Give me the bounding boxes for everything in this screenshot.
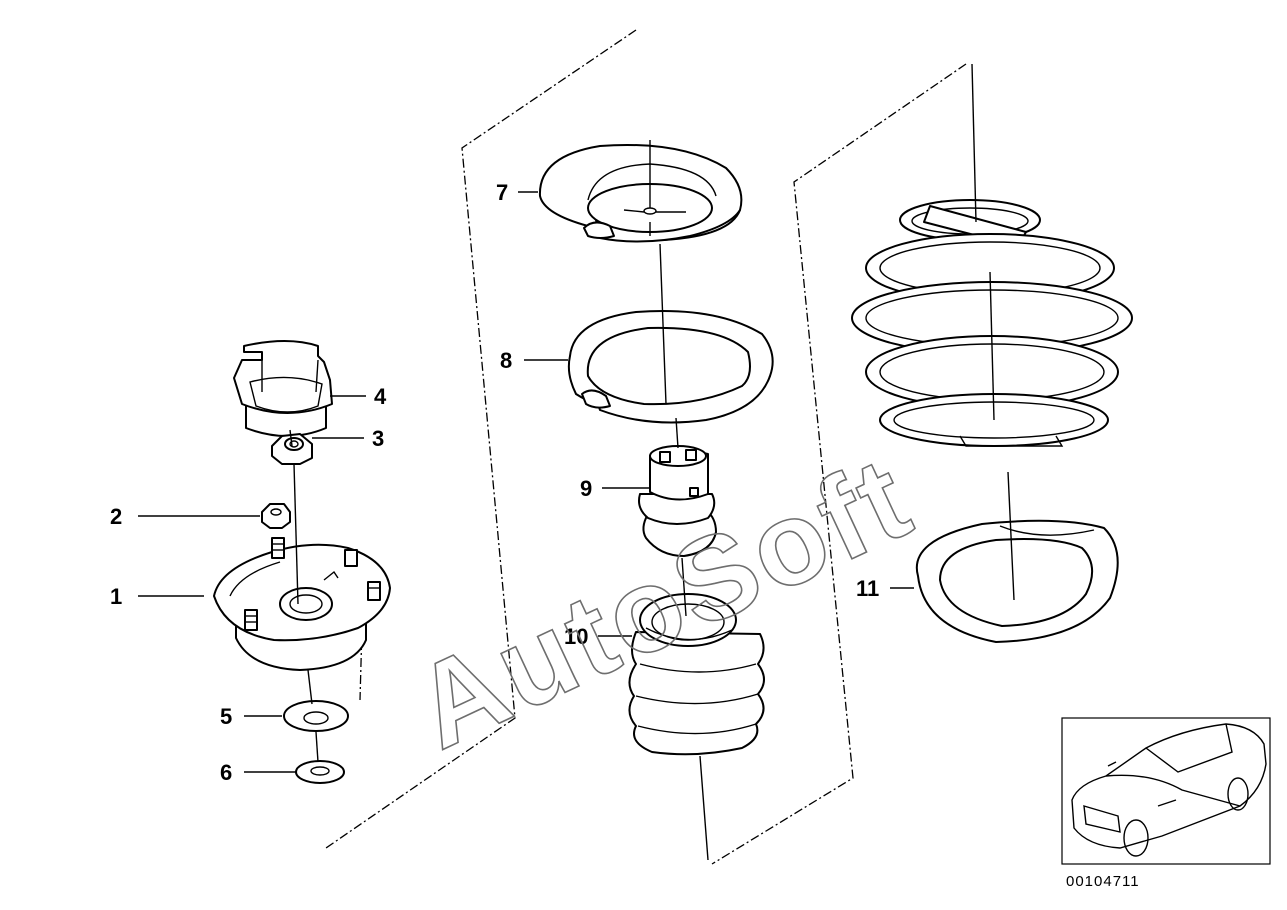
callout-3: 3	[372, 426, 384, 451]
callout-10: 10	[564, 624, 588, 649]
callout-1: 1	[110, 584, 122, 609]
callout-7: 7	[496, 180, 508, 205]
callout-labels: 1 2 3 4 5 6 7 8 9 10 11	[110, 180, 879, 785]
part-2-nut[interactable]	[261, 503, 291, 529]
callout-8: 8	[500, 348, 512, 373]
callout-4: 4	[374, 384, 387, 409]
callout-6: 6	[220, 760, 232, 785]
middle-axis-lines	[649, 140, 709, 861]
callout-leaders	[138, 191, 914, 773]
part-11-lower-spring-pad[interactable]	[915, 519, 1119, 643]
part-4-cap[interactable]	[233, 340, 333, 437]
part-3-nut[interactable]	[271, 433, 313, 465]
right-axis-lines	[971, 63, 1015, 601]
part-8-spring-pad-ring[interactable]	[567, 309, 774, 424]
callout-5: 5	[220, 704, 232, 729]
part-10-protective-boot[interactable]	[628, 593, 765, 756]
callout-11: 11	[856, 576, 879, 601]
part-1-strut-mount[interactable]	[213, 537, 391, 671]
car-thumbnail	[1061, 717, 1271, 865]
part-9-bump-stop[interactable]	[638, 445, 717, 557]
part-coil-spring	[851, 199, 1133, 447]
callout-2: 2	[110, 504, 122, 529]
part-6-washer[interactable]	[295, 760, 345, 784]
part-7-upper-spring-pad[interactable]	[538, 143, 743, 243]
callout-9: 9	[580, 476, 592, 501]
part-5-washer[interactable]	[283, 700, 349, 732]
diagram-code: 00104711	[1066, 873, 1140, 890]
left-axis-lines	[289, 429, 319, 763]
